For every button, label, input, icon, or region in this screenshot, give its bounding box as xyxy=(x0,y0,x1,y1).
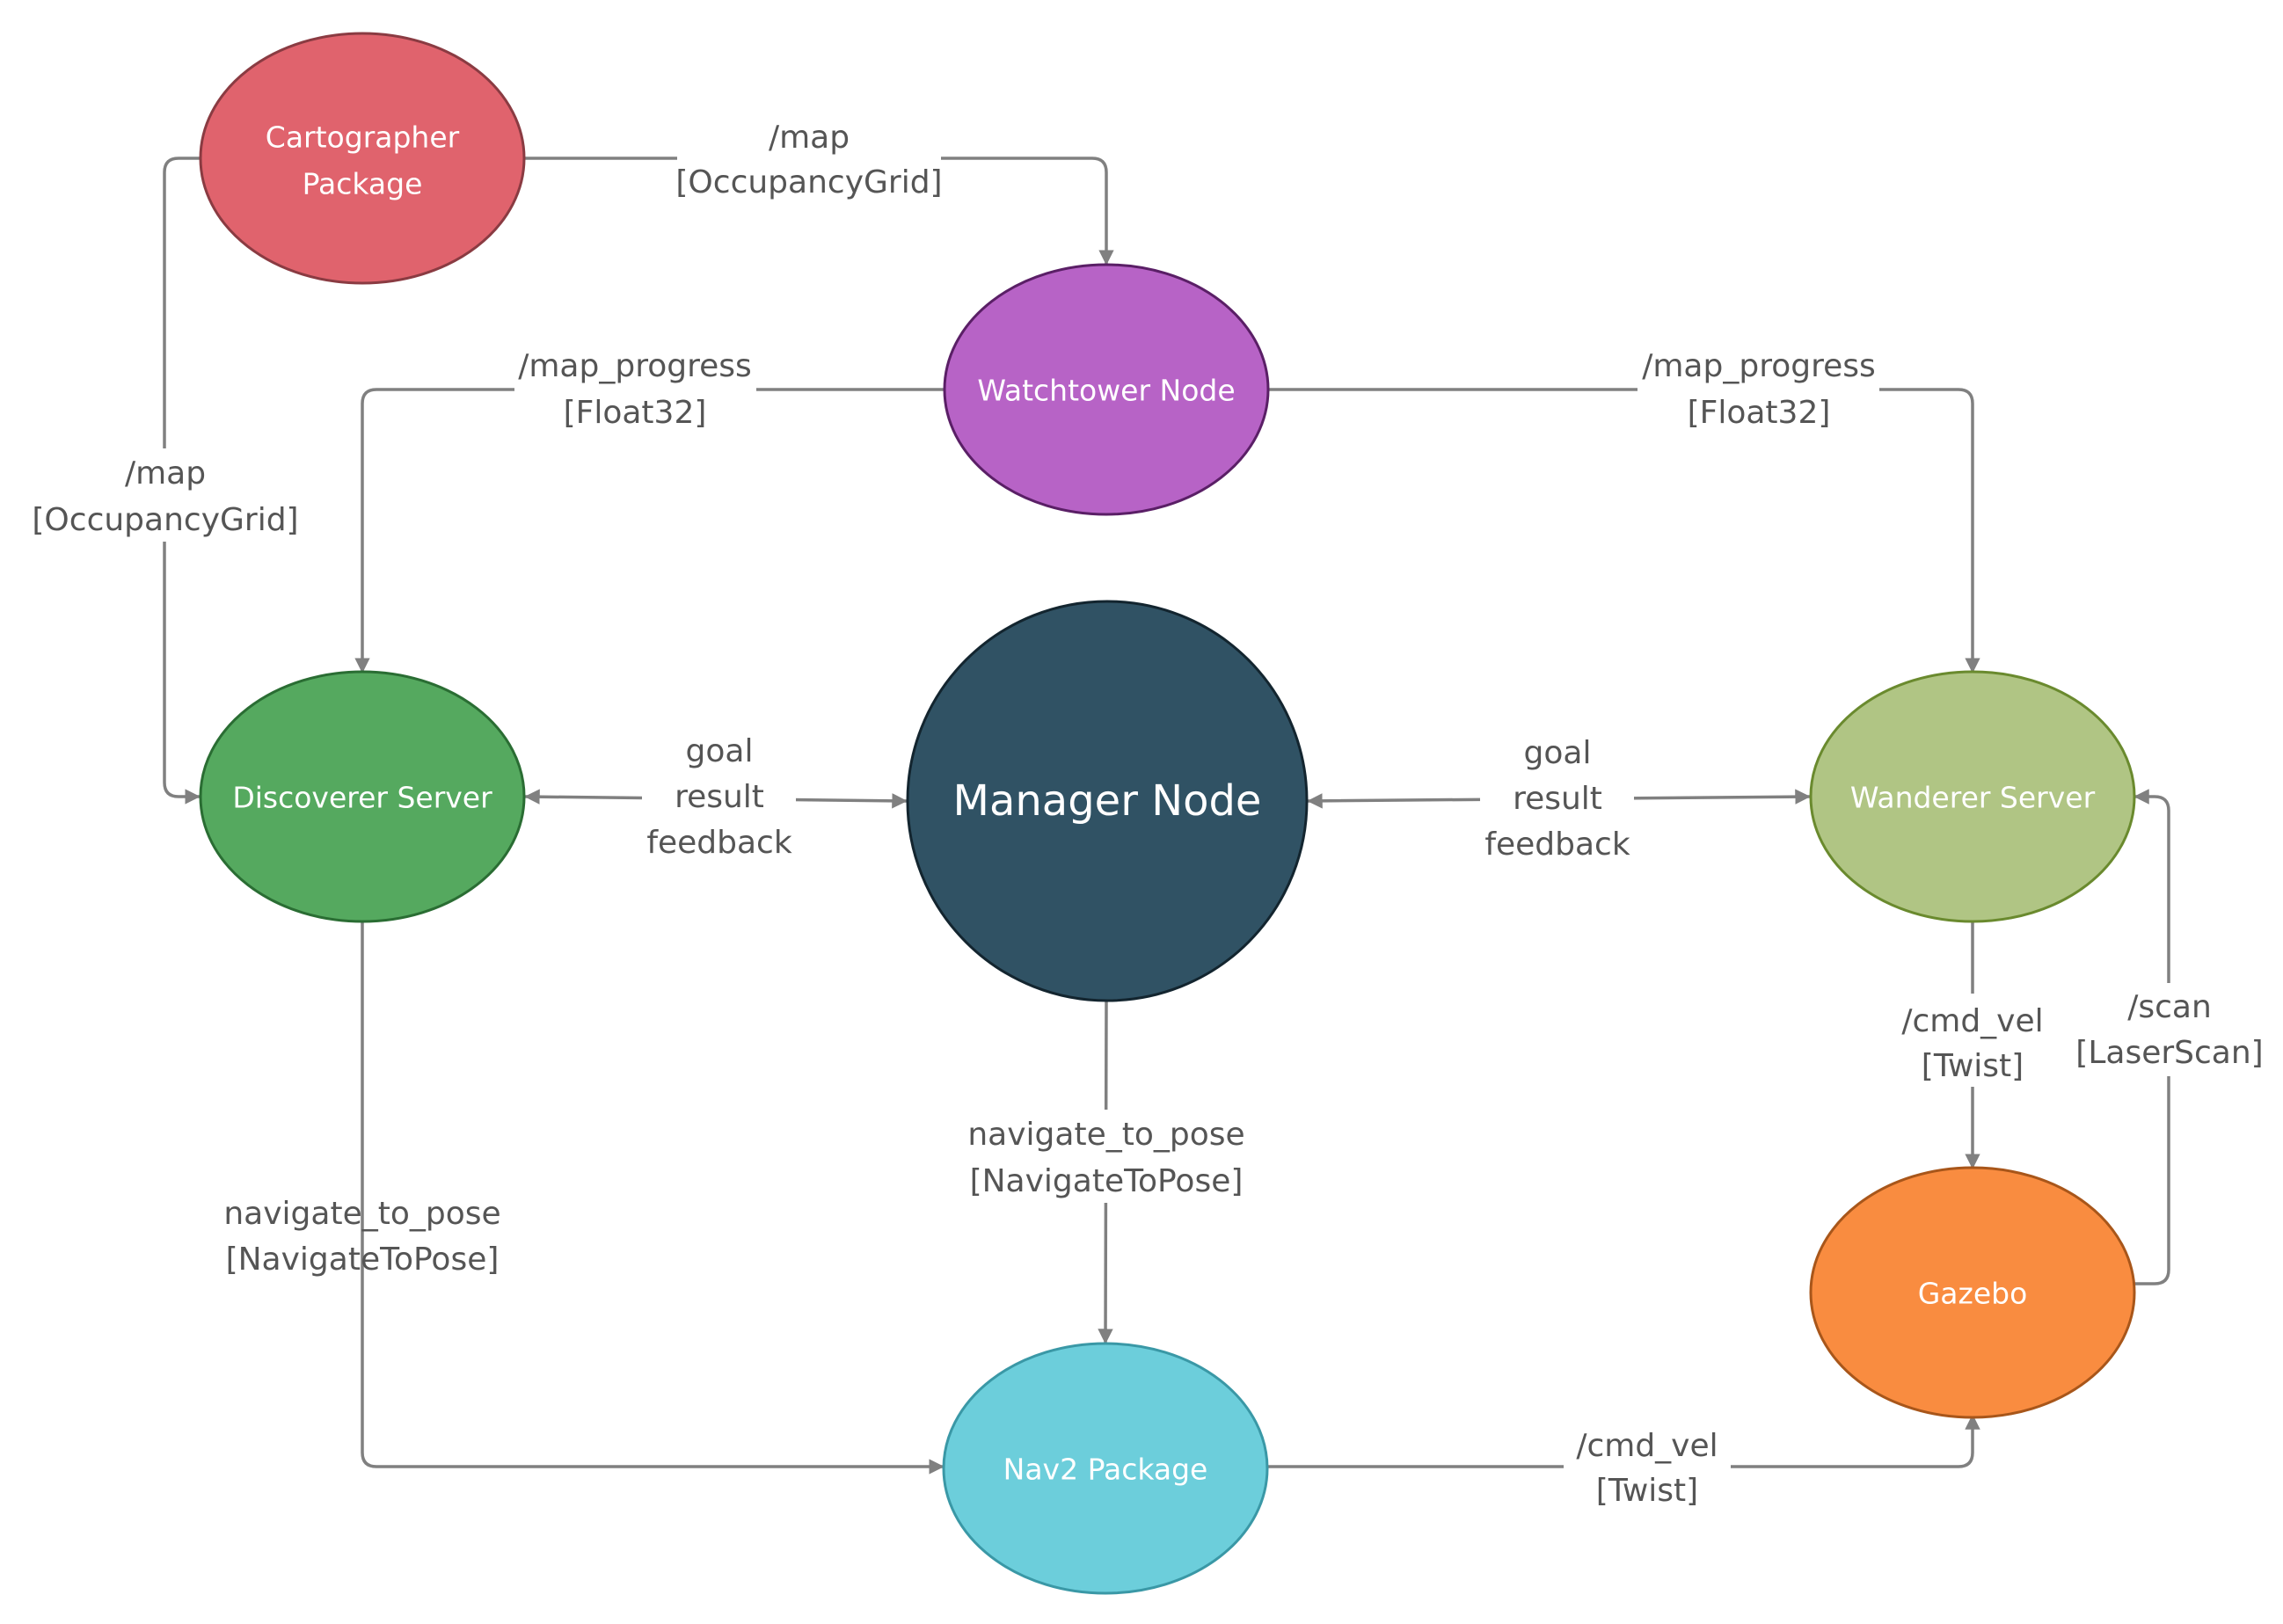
node-label: Wanderer Server xyxy=(1850,781,2096,815)
label-bg xyxy=(1637,341,1879,434)
edge-label-type: [Float32] xyxy=(1688,395,1831,431)
node-gazebo[interactable]: Gazebo xyxy=(1809,1166,2136,1419)
edge-label-type: [Twist] xyxy=(1596,1473,1698,1509)
label-bg xyxy=(1480,730,1634,870)
node-label: Manager Node xyxy=(953,776,1262,826)
label-bg xyxy=(1564,1417,1731,1511)
node-label: Discoverer Server xyxy=(232,781,492,815)
edge-label-type: [NavigateToPose] xyxy=(970,1163,1244,1199)
edge-labels: /map [OccupancyGrid] /map [OccupancyGrid… xyxy=(32,113,2264,1511)
edge-label-type: [LaserScan] xyxy=(2075,1035,2263,1071)
edge-label-topic: /map xyxy=(125,455,206,492)
edge-label-feedback: feedback xyxy=(1484,827,1630,863)
node-shape xyxy=(199,670,526,923)
node-shape xyxy=(942,1342,1269,1595)
node-wanderer[interactable]: Wanderer Server xyxy=(1809,670,2136,923)
edge-label-topic: /scan xyxy=(2127,989,2212,1025)
nodes: Cartographer Package Watchtower Node Man… xyxy=(199,32,2136,1595)
edge-nav2-to-gazebo xyxy=(1266,1414,1980,1468)
node-shape xyxy=(906,600,1309,1002)
edge-discoverer-to-nav2 xyxy=(361,920,945,1475)
edge-label-type: [Float32] xyxy=(564,395,707,431)
node-label: Watchtower Node xyxy=(977,374,1235,408)
node-cartographer[interactable]: Cartographer Package xyxy=(199,32,526,285)
edge-label-topic: /map xyxy=(769,120,850,156)
node-manager[interactable]: Manager Node xyxy=(906,600,1309,1002)
edge-label-result: result xyxy=(1513,781,1602,817)
edge-label-type: [OccupancyGrid] xyxy=(32,502,298,538)
edge-label-type: [NavigateToPose] xyxy=(226,1242,500,1278)
edge-watchtower-to-wanderer xyxy=(1266,388,1980,674)
edge-label-type: [Twist] xyxy=(1922,1048,2024,1084)
node-shape xyxy=(943,263,1270,516)
edge-carto-to-watchtower xyxy=(523,157,1114,266)
label-bg xyxy=(642,728,796,869)
edge-label-topic: /cmd_vel xyxy=(1901,1003,2043,1039)
edge-label-topic: navigate_to_pose xyxy=(967,1117,1244,1153)
node-label: Nav2 Package xyxy=(1003,1453,1208,1487)
edge-label-topic: /map_progress xyxy=(1642,348,1876,384)
edge-label-type: [OccupancyGrid] xyxy=(675,164,942,200)
edge-label-result: result xyxy=(675,779,764,815)
label-bg xyxy=(514,341,756,434)
node-label: Gazebo xyxy=(1918,1277,2028,1311)
edge-label-feedback: feedback xyxy=(646,825,792,861)
edge-label-topic: /cmd_vel xyxy=(1576,1428,1718,1464)
label-bg xyxy=(677,113,941,206)
edge-label-goal: goal xyxy=(1524,735,1592,771)
label-bg xyxy=(33,448,297,542)
label-bg xyxy=(1889,994,2056,1087)
node-discoverer[interactable]: Discoverer Server xyxy=(199,670,526,923)
edge-watchtower-to-discoverer xyxy=(354,388,945,674)
node-shape xyxy=(1809,1166,2136,1419)
node-nav2[interactable]: Nav2 Package xyxy=(942,1342,1269,1595)
node-shape xyxy=(199,32,526,285)
node-label: Package xyxy=(303,167,423,201)
node-label: Cartographer xyxy=(266,120,460,155)
node-shape xyxy=(1809,670,2136,923)
edge-label-goal: goal xyxy=(686,733,754,769)
label-bg xyxy=(2077,983,2262,1076)
edge-label-topic: navigate_to_pose xyxy=(223,1196,500,1232)
label-bg xyxy=(966,1110,1247,1203)
edge-label-topic: /map_progress xyxy=(518,348,752,384)
node-watchtower[interactable]: Watchtower Node xyxy=(943,263,1270,516)
